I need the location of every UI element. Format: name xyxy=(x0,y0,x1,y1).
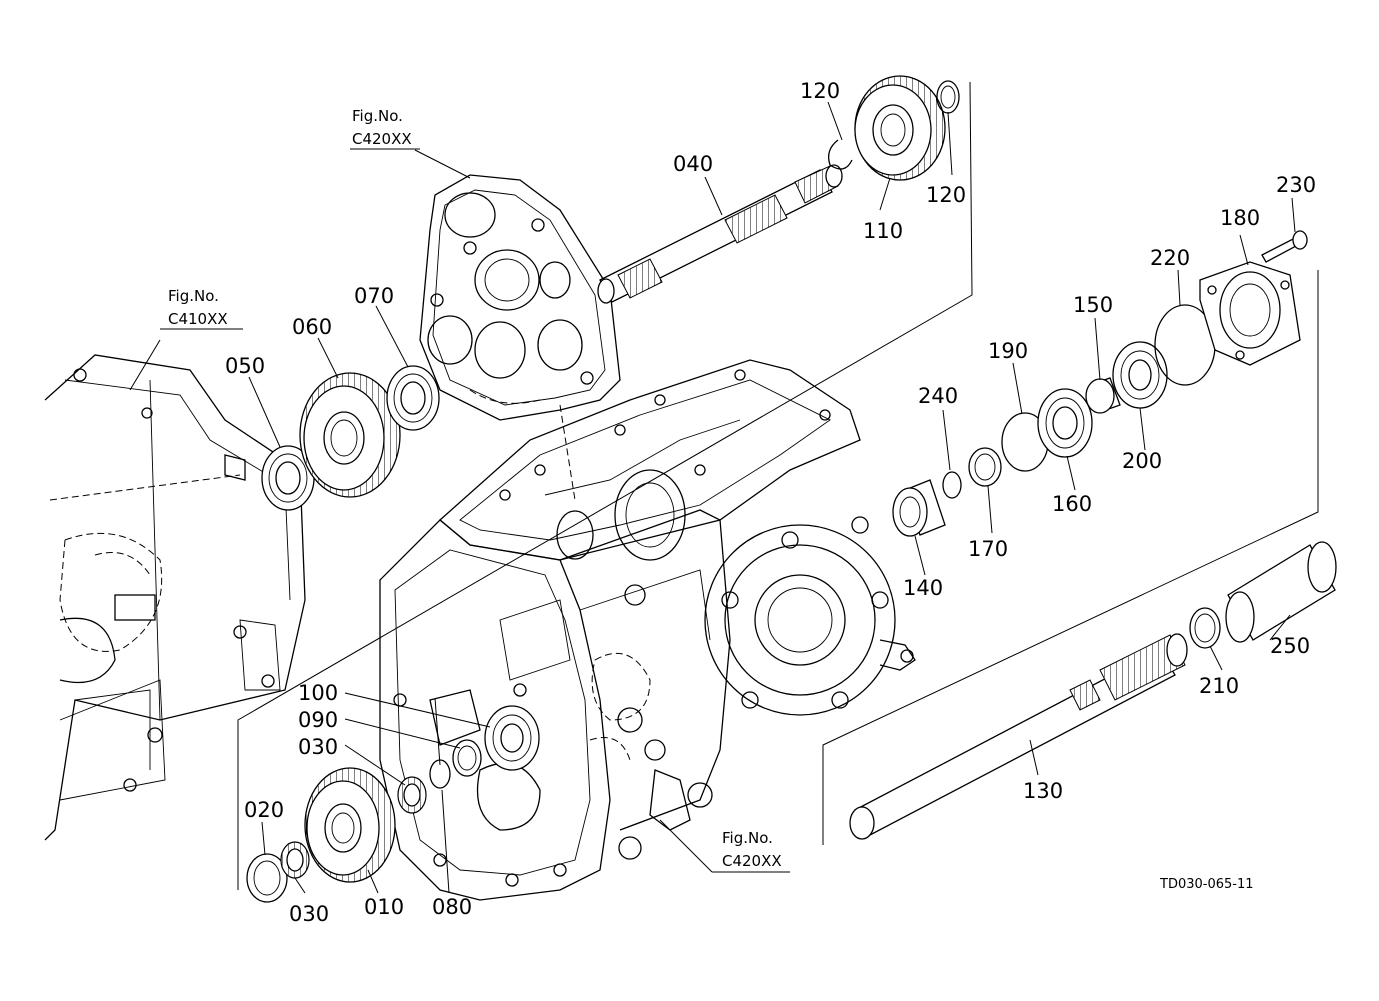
fig-ref-line1: Fig.No. xyxy=(168,287,219,305)
callout-190: 190 xyxy=(988,339,1028,363)
callout-150: 150 xyxy=(1073,293,1113,317)
bolt-230 xyxy=(1261,230,1308,263)
bearing-200 xyxy=(1112,341,1168,409)
collar-150 xyxy=(1085,377,1121,414)
callout-160: 160 xyxy=(1052,492,1092,516)
fig-ref-line2: C410XX xyxy=(168,310,228,328)
assembly-outlines xyxy=(237,81,1319,890)
callout-040: 040 xyxy=(673,152,713,176)
gear-110 xyxy=(854,75,946,181)
callout-210: 210 xyxy=(1199,674,1239,698)
callout-050: 050 xyxy=(225,354,265,378)
callout-130: 130 xyxy=(1023,779,1063,803)
gear-010 xyxy=(304,767,396,883)
bearing-100 xyxy=(484,705,540,771)
callout-200: 200 xyxy=(1122,449,1162,473)
callout-240: 240 xyxy=(918,384,958,408)
figure-code: TD030-065-11 xyxy=(1159,877,1254,892)
callout-020: 020 xyxy=(244,798,284,822)
callout-110: 110 xyxy=(863,219,903,243)
washer-090 xyxy=(452,739,482,777)
callout-140: 140 xyxy=(903,576,943,600)
upper-plate xyxy=(419,174,621,501)
shaft-040 xyxy=(597,164,843,304)
callout-060: 060 xyxy=(292,315,332,339)
bearing-070 xyxy=(386,365,440,431)
needle-bearing-030-lower xyxy=(280,841,310,879)
callout-030-upper: 030 xyxy=(298,735,338,759)
callout-120-right: 120 xyxy=(926,183,966,207)
needle-bearing-030-upper xyxy=(397,776,427,814)
callout-030-lower: 030 xyxy=(289,902,329,926)
seal-210 xyxy=(1189,607,1221,649)
fig-ref-line1: Fig.No. xyxy=(352,107,403,125)
fig-ref-line1: Fig.No. xyxy=(722,829,773,847)
fig-ref-line2: C420XX xyxy=(352,130,412,148)
fig-ref-line2: C420XX xyxy=(722,852,782,870)
shaft-130 xyxy=(849,633,1188,840)
left-housing xyxy=(44,354,306,841)
fig-ref-c410xx: Fig.No. C410XX xyxy=(160,287,243,330)
washer-020 xyxy=(246,853,288,903)
callout-100: 100 xyxy=(298,681,338,705)
transmission-case xyxy=(379,359,916,901)
callout-250: 250 xyxy=(1270,634,1310,658)
sleeve-250 xyxy=(1225,541,1337,643)
callout-010: 010 xyxy=(364,895,404,919)
callout-230: 230 xyxy=(1276,173,1316,197)
bearing-160 xyxy=(1037,388,1093,458)
ring-240 xyxy=(942,471,962,499)
callout-170: 170 xyxy=(968,537,1008,561)
callout-080: 080 xyxy=(432,895,472,919)
bushing-140 xyxy=(892,479,946,537)
gear-060 xyxy=(299,372,401,498)
callout-220: 220 xyxy=(1150,246,1190,270)
callout-070: 070 xyxy=(354,284,394,308)
bearing-170 xyxy=(968,447,1002,487)
leader-lines xyxy=(129,101,1296,894)
callout-120-top: 120 xyxy=(800,79,840,103)
callout-090: 090 xyxy=(298,708,338,732)
callout-180: 180 xyxy=(1220,206,1260,230)
cover-180 xyxy=(1199,261,1301,366)
part-callouts: 120 040 110 120 230 180 220 150 190 240 … xyxy=(225,79,1316,926)
fig-ref-c420xx-top: Fig.No. C420XX xyxy=(350,107,420,150)
fig-ref-c420xx-bottom: Fig.No. C420XX xyxy=(712,829,790,873)
